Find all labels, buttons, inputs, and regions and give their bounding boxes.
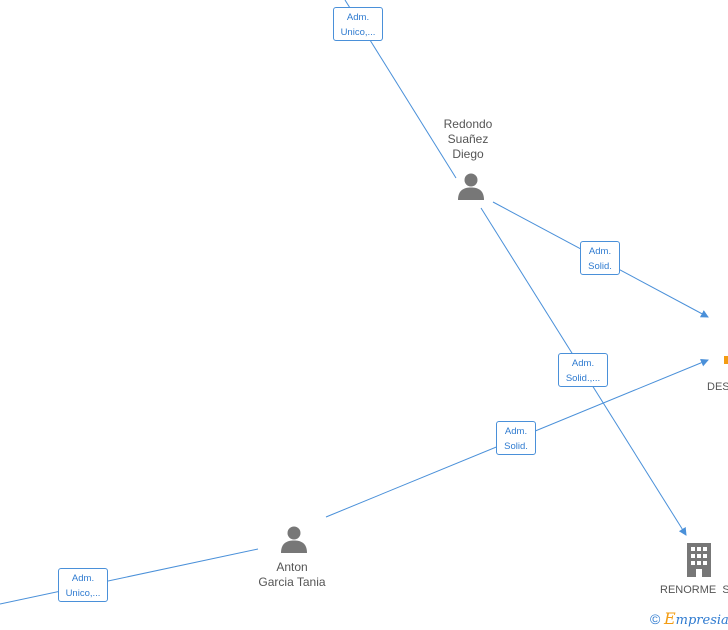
- person-name-redondo: Redondo Suañez Diego: [428, 117, 508, 162]
- edge-label-adm-unico[interactable]: Adm. Unico,...: [333, 7, 383, 41]
- company-name-renorme: RENORME S: [660, 584, 728, 596]
- edge-label-line: Adm.: [346, 12, 370, 23]
- edge-label-adm-solid[interactable]: Adm. Solid.: [580, 241, 620, 275]
- copyright-icon: ©: [650, 611, 661, 627]
- empresia-watermark: © Empresia: [650, 609, 728, 628]
- building-icon[interactable]: [684, 543, 714, 577]
- person-name-line: Anton: [276, 560, 308, 574]
- des-company-icon-partial: [724, 356, 728, 364]
- company-name-des: DES: [707, 381, 728, 393]
- edge-label-line: Solid.,...: [565, 373, 601, 384]
- edge-label-line: Unico,...: [340, 27, 376, 38]
- edge-label-line: Adm.: [588, 246, 612, 257]
- edge-label-adm-solid-more[interactable]: Adm. Solid.,...: [558, 353, 608, 387]
- edge-label-line: Adm.: [504, 426, 528, 437]
- edge-label-line: Solid.: [588, 261, 612, 272]
- person-name-line: Redondo: [443, 117, 493, 131]
- person-icon[interactable]: [279, 524, 309, 554]
- person-name-anton: Anton Garcia Tania: [247, 560, 337, 590]
- edge-label-adm-solid[interactable]: Adm. Solid.: [496, 421, 536, 455]
- brand-logo: Empresia: [663, 609, 728, 628]
- edge-label-line: Solid.: [504, 441, 528, 452]
- person-name-line: Garcia Tania: [258, 575, 326, 589]
- edge-anton-to-left: [0, 548, 259, 605]
- edge-label-line: Adm.: [571, 358, 595, 369]
- person-name-line: Suañez: [447, 132, 489, 146]
- edge-label-line: Adm.: [71, 573, 95, 584]
- edge-label-line: Unico,...: [65, 588, 101, 599]
- person-icon[interactable]: [456, 171, 486, 201]
- edge-label-adm-unico[interactable]: Adm. Unico,...: [58, 568, 108, 602]
- person-name-line: Diego: [452, 147, 484, 161]
